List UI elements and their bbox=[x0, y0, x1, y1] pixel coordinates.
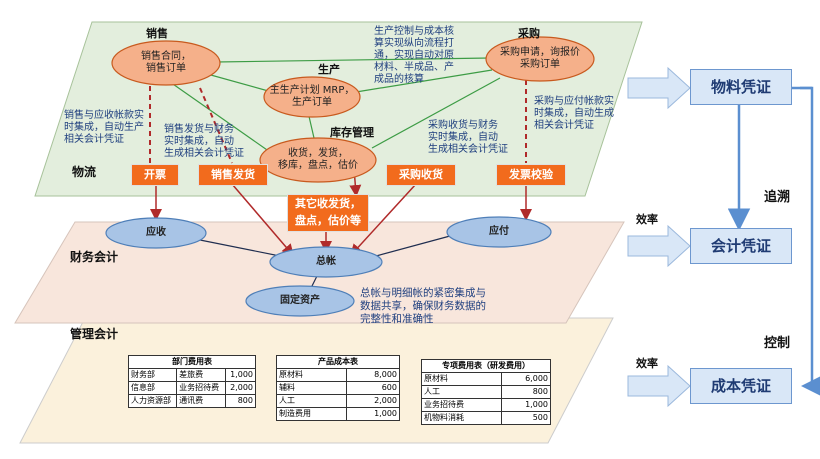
invoice-tag: 开票 bbox=[131, 164, 179, 186]
table-cell: 业务招待费 bbox=[176, 381, 227, 395]
product-table-title: 产品成本表 bbox=[276, 355, 400, 369]
table-cell: 1,000 bbox=[500, 398, 552, 412]
table-cell: 600 bbox=[346, 381, 400, 395]
production-ellipse bbox=[263, 76, 361, 118]
table-cell: 1,000 bbox=[346, 407, 400, 421]
table-cell: 机物料消耗 bbox=[421, 411, 502, 425]
control-arrow bbox=[800, 86, 820, 398]
trace-label: 追溯 bbox=[764, 190, 791, 205]
table-cell: 人工 bbox=[421, 385, 502, 399]
management-layer-title: 管理会计 bbox=[70, 327, 119, 341]
table-cell: 差旅费 bbox=[176, 368, 227, 382]
table-cell: 8,000 bbox=[346, 368, 400, 382]
ap-ellipse bbox=[446, 216, 552, 248]
inventory-ellipse bbox=[259, 137, 377, 183]
table-cell: 人力资源部 bbox=[127, 394, 178, 408]
gl-label: 总帐 bbox=[316, 256, 336, 267]
efficiency-label-1: 效率 bbox=[636, 213, 658, 226]
purchase-title: 采购 bbox=[518, 27, 540, 40]
cost-voucher-box: 成本凭证 bbox=[690, 368, 792, 404]
purchase-receipt-tag: 采购收货 bbox=[386, 164, 456, 186]
sales-ar-note: 销售与应收帐款实 时集成，自动生产 相关会计凭证 bbox=[64, 110, 144, 145]
table-cell: 2,000 bbox=[346, 394, 400, 408]
sales-node-text: 销售合同， 销售订单 bbox=[141, 51, 191, 74]
table-cell: 制造费用 bbox=[275, 407, 348, 421]
table-cell: 6,000 bbox=[500, 372, 552, 386]
sales-ellipse bbox=[111, 40, 221, 86]
fixed-assets-label: 固定资产 bbox=[280, 295, 320, 306]
efficiency-label-2: 效率 bbox=[636, 357, 658, 370]
table-cell: 财务部 bbox=[127, 368, 178, 382]
finance-layer-title: 财务会计 bbox=[70, 250, 119, 264]
accounting-voucher-box: 会计凭证 bbox=[690, 228, 792, 264]
ar-label: 应收 bbox=[146, 227, 166, 238]
control-label: 控制 bbox=[764, 336, 791, 351]
dept-table-title: 部门费用表 bbox=[128, 355, 256, 369]
table-cell: 1,000 bbox=[225, 368, 256, 382]
purchase-ap-note: 采购与应付帐款实 时集成，自动生成 相关会计凭证 bbox=[534, 96, 614, 131]
table-cell: 业务招待费 bbox=[421, 398, 502, 412]
table-cell: 800 bbox=[500, 385, 552, 399]
table-row: 人力资源部 通讯费 800 bbox=[127, 394, 256, 408]
table-cell: 500 bbox=[500, 411, 552, 425]
production-title: 生产 bbox=[318, 63, 340, 76]
production-node-text: 主生产计划 MRP， 生产订单 bbox=[269, 85, 355, 108]
purchase-ellipse bbox=[485, 36, 595, 82]
table-cell: 辅料 bbox=[275, 381, 348, 395]
special-table-title: 专项费用表（研发费用） bbox=[421, 359, 551, 373]
flow-arrows bbox=[150, 167, 532, 257]
table-cell: 2,000 bbox=[225, 381, 256, 395]
sales-shipment-tag: 销售发货 bbox=[198, 164, 268, 186]
purchase-node-text: 采购申请，询报价 采购订单 bbox=[500, 47, 580, 70]
dashed-links bbox=[149, 80, 527, 164]
table-cell: 人工 bbox=[275, 394, 348, 408]
table-cell: 信息部 bbox=[127, 381, 178, 395]
table-cell: 原材料 bbox=[275, 368, 348, 382]
gl-ellipse bbox=[269, 246, 383, 278]
table-row: 财务部 差旅费 1,000 bbox=[127, 368, 256, 382]
logistics-layer-title: 物流 bbox=[72, 165, 97, 179]
inventory-title: 库存管理 bbox=[330, 126, 374, 139]
dept-expense-table: 部门费用表 财务部 差旅费 1,000 信息部 业务招待费 2,000 人力资源… bbox=[127, 355, 256, 408]
sales-delivery-note: 销售发货与财务 实时集成，自动 生成相关会计凭证 bbox=[164, 124, 244, 159]
table-row: 信息部 业务招待费 2,000 bbox=[127, 381, 256, 395]
purchase-receipt-note: 采购收货与财务 实时集成，自动 生成相关会计凭证 bbox=[428, 120, 508, 155]
inventory-node-text: 收货，发货， 移库，盘点，估价 bbox=[278, 148, 358, 171]
invoice-verify-tag: 发票校验 bbox=[496, 164, 566, 186]
table-cell: 通讯费 bbox=[176, 394, 227, 408]
cost-chain-note: 生产控制与成本核 算实现纵向流程打 通，实现自动对原 材料、半成品、产 成品的核… bbox=[374, 26, 454, 85]
ar-ellipse bbox=[105, 217, 207, 249]
gl-note: 总帐与明细帐的紧密集成与 数据共享，确保财务数据的 完整性和准确性 bbox=[360, 287, 486, 325]
material-block-arrow bbox=[627, 66, 691, 110]
table-cell: 原材料 bbox=[421, 372, 502, 386]
sales-title: 销售 bbox=[146, 27, 168, 40]
material-voucher-box: 物料凭证 bbox=[690, 69, 792, 105]
ap-label: 应付 bbox=[489, 226, 509, 237]
fixed-assets-ellipse bbox=[245, 285, 355, 317]
table-cell: 800 bbox=[225, 394, 256, 408]
other-movements-tag: 其它收发货， 盘点，估价等 bbox=[287, 194, 369, 232]
module-links bbox=[169, 57, 501, 153]
cost-block-arrow bbox=[627, 364, 691, 408]
accounting-block-arrow bbox=[627, 224, 691, 268]
